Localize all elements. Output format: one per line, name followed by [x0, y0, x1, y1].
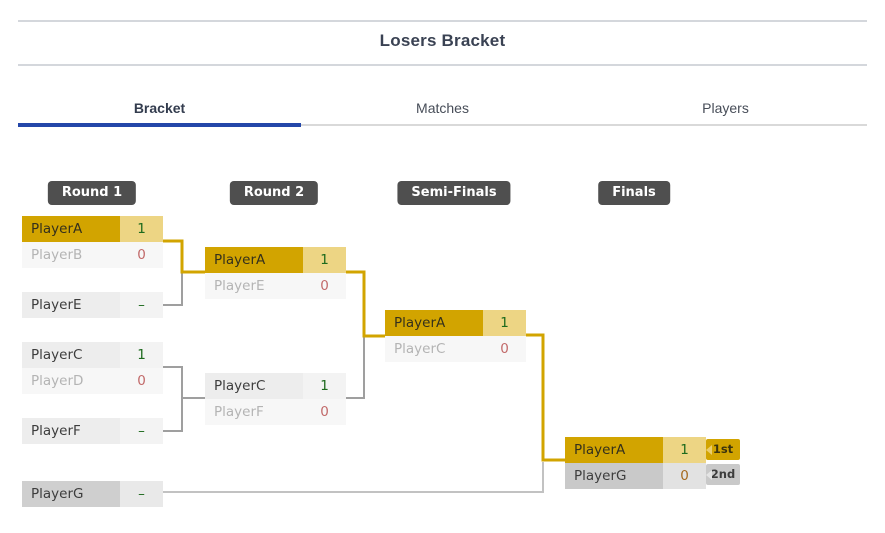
round-label-round1: Round 1 — [47, 181, 137, 205]
match-round2-a-vs-e: PlayerA 1 PlayerE 0 — [205, 247, 346, 299]
player-name: PlayerC — [22, 342, 120, 368]
player-name: PlayerC — [205, 373, 303, 399]
tab-matches[interactable]: Matches — [416, 100, 469, 116]
player-row[interactable]: PlayerA 1 — [385, 310, 526, 336]
tab-bracket[interactable]: Bracket — [18, 92, 301, 127]
first-place-tag: 1st — [706, 439, 740, 460]
header-divider-bottom — [18, 64, 867, 66]
player-score: 1 — [483, 310, 526, 336]
match-round1-a-vs-b: PlayerA 1 PlayerB 0 — [22, 216, 163, 268]
player-name: PlayerD — [22, 368, 120, 394]
player-score: 0 — [303, 273, 346, 299]
player-row[interactable]: PlayerA 1 — [22, 216, 163, 242]
player-row[interactable]: PlayerA 1 — [565, 437, 706, 463]
player-name: PlayerB — [22, 242, 120, 268]
tab-players[interactable]: Players — [702, 100, 749, 116]
player-name: PlayerA — [22, 216, 120, 242]
player-row[interactable]: PlayerC 0 — [385, 336, 526, 362]
match-final-a-vs-g: PlayerA 1 PlayerG 0 — [565, 437, 706, 489]
page-title: Losers Bracket — [379, 31, 506, 50]
player-name: PlayerG — [22, 481, 120, 507]
player-row[interactable]: PlayerA 1 — [205, 247, 346, 273]
player-name: PlayerC — [385, 336, 483, 362]
player-row[interactable]: PlayerG – — [22, 481, 163, 507]
player-score: 1 — [120, 342, 163, 368]
player-score: 0 — [483, 336, 526, 362]
player-score: – — [120, 481, 163, 507]
match-round2-c-vs-f: PlayerC 1 PlayerF 0 — [205, 373, 346, 425]
player-row[interactable]: PlayerC 1 — [205, 373, 346, 399]
player-name: PlayerA — [565, 437, 663, 463]
match-semifinal-a-vs-c: PlayerA 1 PlayerC 0 — [385, 310, 526, 362]
header-divider-top — [18, 20, 867, 22]
player-score: 1 — [663, 437, 706, 463]
player-name: PlayerA — [205, 247, 303, 273]
player-row[interactable]: PlayerE 0 — [205, 273, 346, 299]
match-round1-c-vs-d: PlayerC 1 PlayerD 0 — [22, 342, 163, 394]
second-place-tag: 2nd — [706, 464, 740, 485]
player-score: – — [120, 292, 163, 318]
player-score: 0 — [120, 368, 163, 394]
round-label-finals: Finals — [598, 181, 670, 205]
round-label-round2: Round 2 — [229, 181, 319, 205]
match-round1-bye-e: PlayerE – — [22, 292, 163, 318]
player-row[interactable]: PlayerC 1 — [22, 342, 163, 368]
round-label-semifinals: Semi-Finals — [397, 181, 511, 205]
player-name: PlayerG — [565, 463, 663, 489]
player-name: PlayerA — [385, 310, 483, 336]
player-row[interactable]: PlayerF – — [22, 418, 163, 444]
player-score: 0 — [303, 399, 346, 425]
tab-bar: Bracket Matches Players — [18, 92, 867, 127]
player-row[interactable]: PlayerB 0 — [22, 242, 163, 268]
match-round1-bye-f: PlayerF – — [22, 418, 163, 444]
player-score: 0 — [120, 242, 163, 268]
player-row[interactable]: PlayerE – — [22, 292, 163, 318]
player-row[interactable]: PlayerD 0 — [22, 368, 163, 394]
player-score: 1 — [303, 373, 346, 399]
player-name: PlayerE — [205, 273, 303, 299]
match-round1-bye-g: PlayerG – — [22, 481, 163, 507]
player-row[interactable]: PlayerF 0 — [205, 399, 346, 425]
player-score: 0 — [663, 463, 706, 489]
player-row[interactable]: PlayerG 0 — [565, 463, 706, 489]
player-name: PlayerE — [22, 292, 120, 318]
player-name: PlayerF — [22, 418, 120, 444]
player-score: 1 — [303, 247, 346, 273]
player-name: PlayerF — [205, 399, 303, 425]
player-score: – — [120, 418, 163, 444]
player-score: 1 — [120, 216, 163, 242]
